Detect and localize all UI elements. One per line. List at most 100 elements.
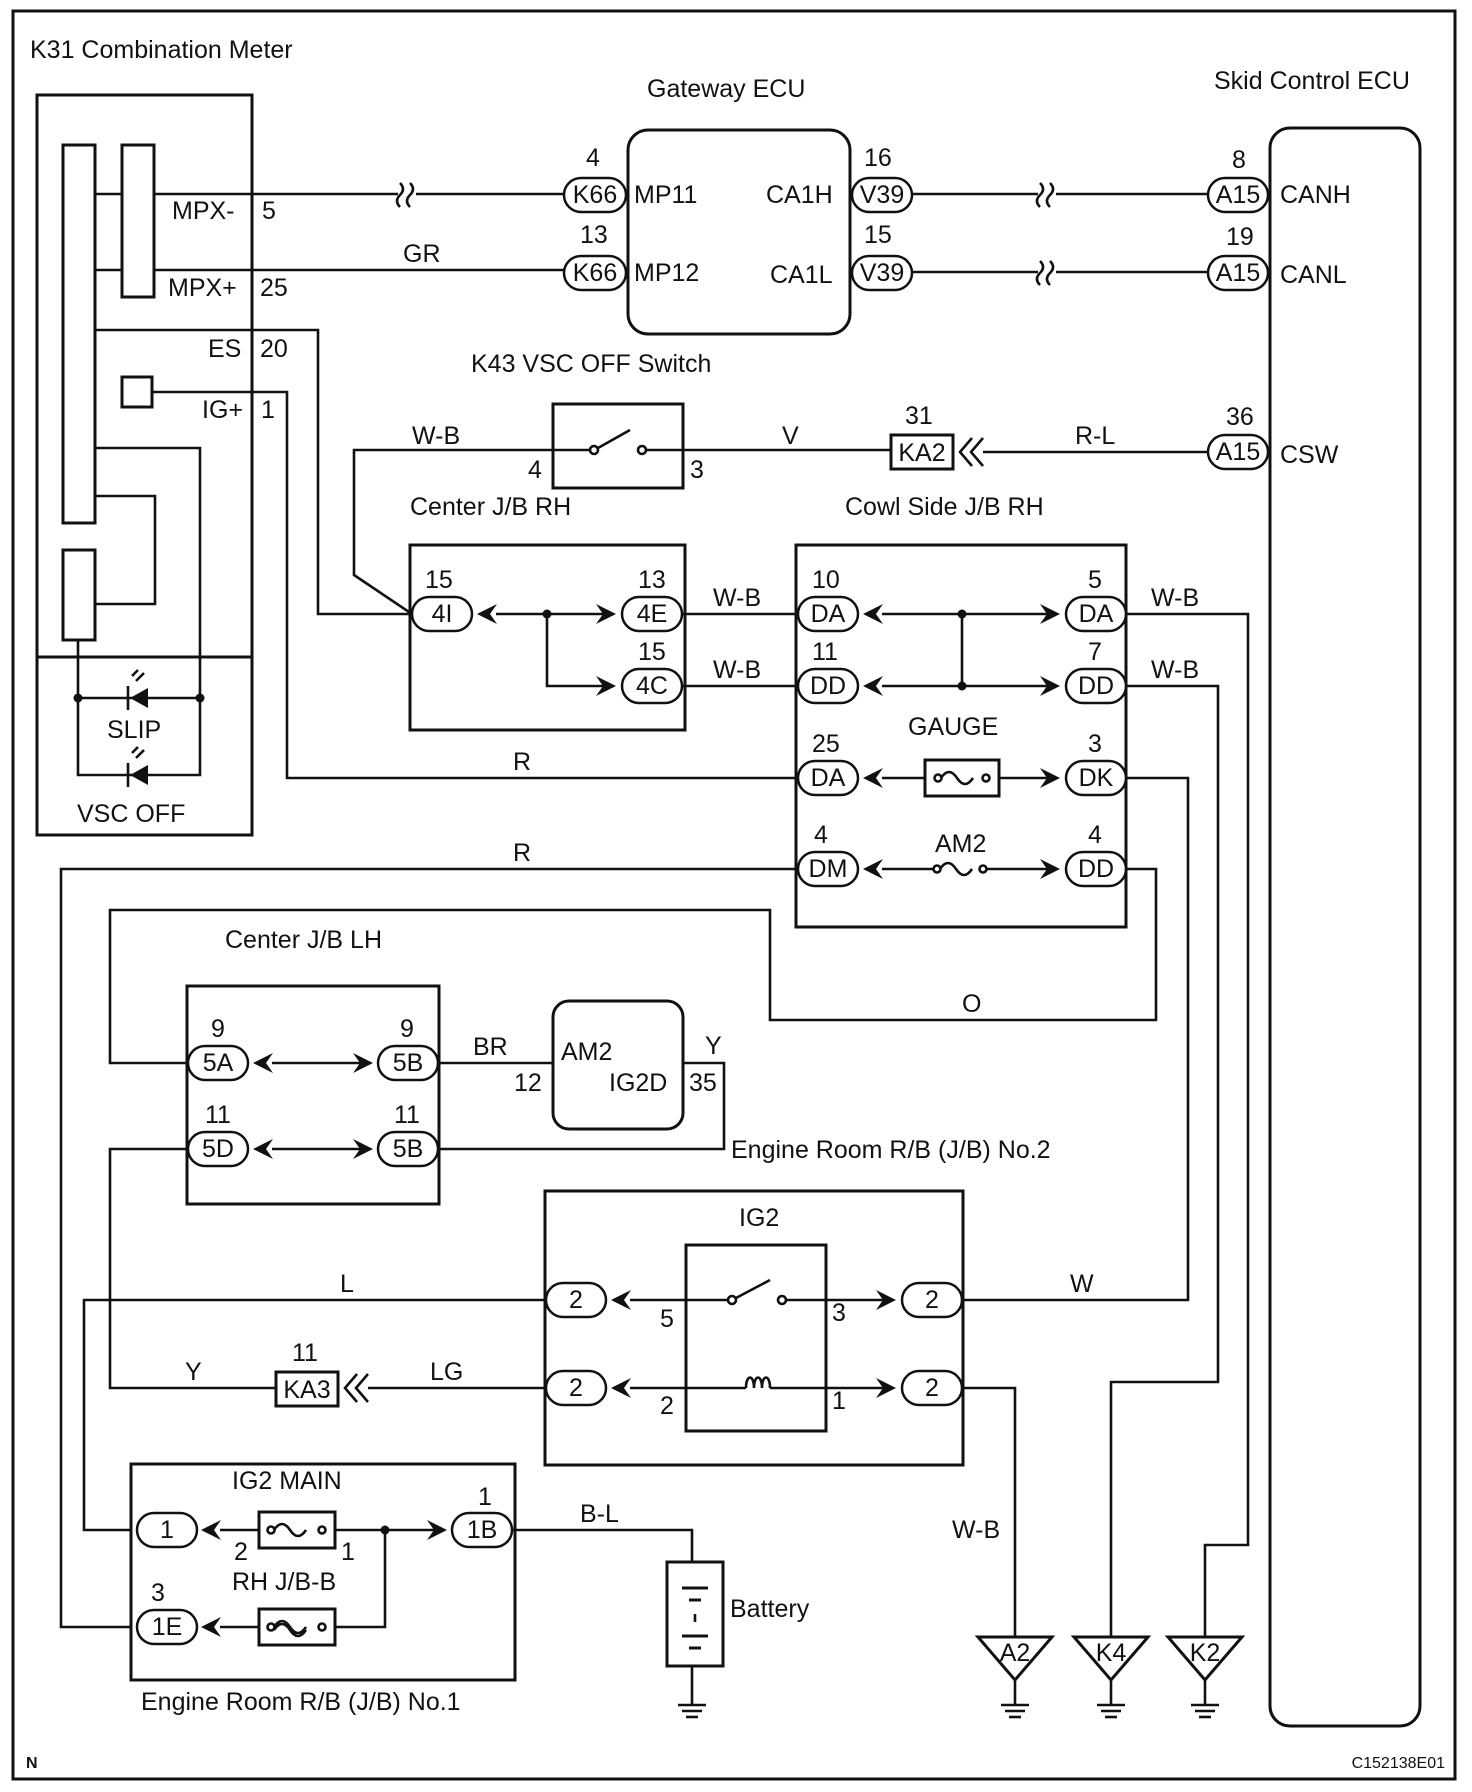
communication-wires: GR — [250, 182, 1208, 286]
connector-ka3 — [274, 1370, 340, 1408]
rh-jb-b-fuse-label: RH J/B-B — [232, 1568, 336, 1596]
svg-text:W-B: W-B — [952, 1516, 1000, 1544]
pin-ca1l: CA1L — [770, 261, 833, 289]
cowl-side-jb-rh: Cowl Side J/B RH DA 10 DD 11 DA 25 DM 4 … — [794, 493, 1128, 929]
vsc-off-switch-outline — [551, 402, 685, 490]
connector-ka2 — [889, 433, 955, 471]
slip-indicator-led-icon — [126, 669, 148, 710]
footer-left: N — [26, 1755, 38, 1772]
svg-text:7: 7 — [1088, 638, 1102, 666]
svg-text:DA: DA — [811, 764, 846, 792]
svg-text:KA3: KA3 — [283, 1376, 330, 1404]
svg-text:5A: 5A — [203, 1049, 234, 1077]
rb2-am2-block — [551, 999, 685, 1131]
svg-text:25: 25 — [812, 730, 840, 758]
svg-text:LG: LG — [430, 1358, 463, 1386]
pin-ig-plus-no: 1 — [261, 396, 275, 424]
svg-text:DK: DK — [1079, 764, 1114, 792]
svg-text:K4: K4 — [1096, 1639, 1127, 1667]
svg-text:W-B: W-B — [1151, 584, 1199, 612]
svg-text:W: W — [1070, 1270, 1094, 1298]
skid-control-ecu-title: Skid Control ECU — [1214, 67, 1410, 95]
relay-coil-icon — [744, 1376, 772, 1389]
svg-text:1E: 1E — [152, 1613, 183, 1641]
svg-text:35: 35 — [689, 1069, 717, 1097]
svg-text:15: 15 — [864, 221, 892, 249]
ig2-main-fuse-label: IG2 MAIN — [232, 1467, 342, 1495]
svg-text:2: 2 — [569, 1286, 583, 1314]
svg-text:K66: K66 — [573, 181, 617, 209]
meter-led-driver — [61, 548, 97, 642]
svg-text:15: 15 — [425, 566, 453, 594]
svg-text:R: R — [513, 748, 531, 776]
rb2-title: Engine Room R/B (J/B) No.2 — [731, 1136, 1051, 1164]
dm-r-wire: R — [59, 839, 798, 1629]
svg-text:W-B: W-B — [1151, 656, 1199, 684]
svg-text:2: 2 — [660, 1392, 674, 1420]
svg-text:A2: A2 — [1000, 1639, 1031, 1667]
svg-text:DM: DM — [809, 855, 848, 883]
center-jb-rh-title: Center J/B RH — [410, 493, 571, 521]
center-lh-5d-wire: Y KA3 11 LG — [108, 1147, 545, 1408]
svg-text:R-L: R-L — [1075, 422, 1115, 450]
center-jb-rh: Center J/B RH 4I 15 4E 13 4C 15 — [408, 493, 687, 732]
pin-mpx-minus: MPX- — [172, 197, 235, 225]
center-jb-lh-outline — [185, 984, 441, 1206]
vsc-off-switch: K43 VSC OFF Switch 4 3 — [471, 350, 711, 490]
svg-text:3: 3 — [690, 456, 704, 484]
svg-text:DA: DA — [811, 600, 846, 628]
combination-meter: K31 Combination Meter SLIP — [30, 36, 293, 837]
svg-text:4C: 4C — [636, 672, 668, 700]
svg-text:2: 2 — [925, 1286, 939, 1314]
svg-text:DA: DA — [1079, 600, 1114, 628]
svg-text:Y: Y — [705, 1032, 722, 1060]
svg-text:K66: K66 — [573, 259, 617, 287]
svg-text:W-B: W-B — [412, 422, 460, 450]
svg-text:4: 4 — [1088, 821, 1102, 849]
pin-mpx-plus: MPX+ — [168, 274, 237, 302]
svg-text:V39: V39 — [860, 181, 904, 209]
svg-text:1B: 1B — [467, 1516, 498, 1544]
gateway-ecu: Gateway ECU K66 K66 V39 V39 MP11 MP12 CA… — [562, 75, 914, 336]
svg-text:V: V — [782, 422, 799, 450]
svg-text:13: 13 — [638, 566, 666, 594]
outer-frame — [11, 9, 1457, 1781]
cowl-side-jb-rh-title: Cowl Side J/B RH — [845, 493, 1044, 521]
svg-text:5B: 5B — [393, 1049, 424, 1077]
center-jb-lh-title: Center J/B LH — [225, 926, 382, 954]
svg-text:A15: A15 — [1216, 438, 1260, 466]
combination-meter-title: K31 Combination Meter — [30, 36, 293, 64]
gateway-ecu-outline — [626, 128, 852, 336]
meter-ig-block — [120, 375, 154, 409]
rb1-title: Engine Room R/B (J/B) No.1 — [141, 1688, 461, 1716]
meter-ic-block — [61, 143, 97, 525]
svg-text:5: 5 — [660, 1305, 674, 1333]
svg-text:3: 3 — [832, 1299, 846, 1327]
svg-text:A15: A15 — [1216, 259, 1260, 287]
pin-canh: CANH — [1280, 181, 1351, 209]
svg-text:1: 1 — [478, 1483, 492, 1511]
svg-text:DD: DD — [1078, 672, 1114, 700]
svg-text:4: 4 — [528, 456, 542, 484]
svg-text:3: 3 — [1088, 730, 1102, 758]
svg-text:3: 3 — [151, 1579, 165, 1607]
pin-ca1h: CA1H — [766, 181, 833, 209]
svg-text:Y: Y — [185, 1358, 202, 1386]
gateway-connector-k66-b — [562, 254, 628, 292]
svg-text:16: 16 — [864, 144, 892, 172]
ig2-main-fuse-icon — [257, 1510, 337, 1550]
svg-text:4: 4 — [586, 144, 600, 172]
svg-text:W-B: W-B — [713, 584, 761, 612]
svg-text:11: 11 — [205, 1101, 231, 1129]
meter-power-wires: R — [250, 328, 796, 780]
svg-text:36: 36 — [1226, 403, 1254, 431]
svg-text:9: 9 — [211, 1015, 225, 1043]
svg-text:1: 1 — [341, 1538, 355, 1566]
pin-canl: CANL — [1280, 261, 1347, 289]
svg-text:15: 15 — [638, 638, 666, 666]
svg-text:DD: DD — [810, 672, 846, 700]
svg-text:K2: K2 — [1190, 1639, 1221, 1667]
svg-text:2: 2 — [925, 1374, 939, 1402]
svg-text:13: 13 — [580, 221, 608, 249]
svg-text:10: 10 — [812, 566, 840, 594]
